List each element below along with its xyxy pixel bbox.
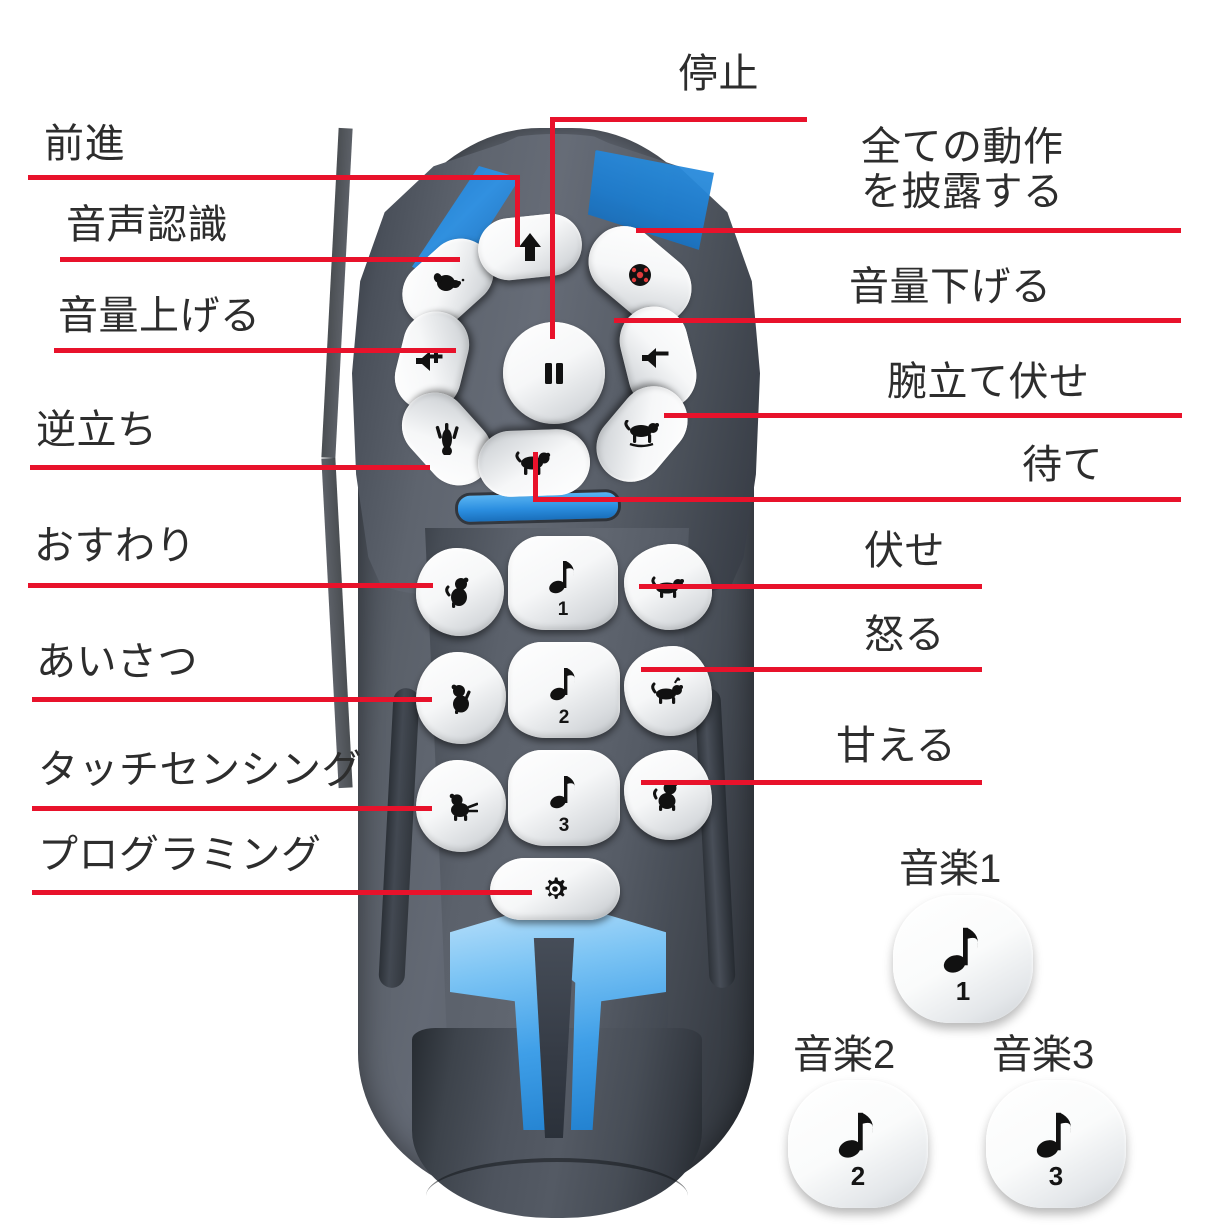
label-wait: 待て: [1022, 443, 1103, 487]
remote-control-illustration: 1: [321, 127, 780, 1218]
label-voice-recognition: 音声認識: [66, 203, 228, 247]
dog-spoil-icon: [653, 779, 683, 811]
button-pushup[interactable]: [582, 372, 702, 496]
leader-line-lie-down-h: [639, 584, 982, 589]
button-handstand[interactable]: [388, 379, 506, 499]
keycap-music-1[interactable]: 1: [893, 895, 1033, 1023]
button-volume-down[interactable]: [612, 299, 704, 417]
dog-touch-icon: [444, 791, 478, 821]
dog-sit-icon: [445, 576, 475, 608]
button-music-2[interactable]: 2: [508, 642, 620, 738]
button-angry[interactable]: [624, 646, 712, 736]
leader-line-spoil-h: [641, 780, 982, 785]
dog-angry-icon: [651, 676, 685, 706]
leader-line-volume-down-h: [614, 318, 1181, 323]
music-3-number: 3: [558, 815, 570, 836]
right-outer-rail: [321, 457, 353, 789]
label-touch-sensing: タッチセンシング: [38, 748, 362, 792]
button-music-3[interactable]: 3: [508, 750, 620, 846]
label-lie-down: 伏せ: [864, 529, 945, 573]
button-music-1[interactable]: 1: [508, 536, 618, 630]
dog-greet-icon: [446, 682, 476, 714]
keycap-music-3[interactable]: 3: [986, 1080, 1126, 1208]
leader-line-volume-up-h: [54, 348, 456, 353]
label-volume-up: 音量上げる: [58, 294, 261, 338]
dog-handstand-icon: [433, 423, 461, 455]
leader-line-forward-v: [515, 175, 520, 247]
label-music-1: 音楽1: [899, 847, 1002, 891]
button-forward[interactable]: [475, 210, 585, 284]
leader-line-angry-h: [641, 667, 982, 672]
speaker-plus-icon: [412, 346, 452, 376]
music-note-icon: [549, 774, 579, 810]
dog-pushup-icon: [623, 420, 661, 448]
label-greeting: あいさつ: [36, 640, 198, 684]
button-show-all-actions[interactable]: [574, 212, 706, 338]
leader-line-stop-v: [550, 117, 555, 339]
button-voice-recognition[interactable]: [388, 225, 508, 341]
paw-ball-icon: [625, 260, 655, 290]
label-music-3: 音楽3: [992, 1033, 1095, 1077]
label-spoil: 甘える: [836, 724, 957, 768]
music-note-icon: [548, 559, 578, 595]
leader-line-handstand-h: [30, 465, 430, 470]
button-stop[interactable]: [503, 322, 605, 424]
label-handstand: 逆立ち: [36, 408, 158, 452]
label-volume-down: 音量下げる: [849, 265, 1052, 309]
leader-line-voice-h: [60, 257, 460, 262]
label-programming: プログラミング: [38, 833, 322, 877]
keycap-music-3-number: 3: [1048, 1161, 1064, 1191]
tip-seam: [426, 1158, 688, 1196]
leader-line-sit-h: [28, 583, 433, 588]
button-spoil[interactable]: [624, 750, 712, 840]
leader-line-stop-h: [550, 117, 807, 122]
pause-icon: [539, 358, 569, 388]
music-note-icon: [942, 925, 984, 980]
button-sit[interactable]: [416, 548, 504, 636]
music-note-icon: [837, 1110, 879, 1165]
gear-icon: [540, 874, 570, 904]
label-angry: 怒る: [864, 613, 945, 657]
leader-line-greeting-h: [32, 697, 432, 702]
leader-line-forward-h: [28, 175, 520, 180]
leader-line-wait-v: [533, 452, 538, 502]
speaker-minus-icon: [638, 343, 678, 373]
music-note-icon: [549, 666, 579, 702]
leader-line-programming-h: [32, 890, 532, 895]
leader-line-touch-h: [32, 806, 432, 811]
dog-head-icon: [431, 270, 465, 296]
label-sit: おすわり: [34, 524, 196, 568]
label-forward: 前進: [44, 122, 125, 166]
keycap-music-2-number: 2: [850, 1161, 866, 1191]
label-pushup: 腕立て伏せ: [887, 360, 1090, 404]
label-stop: 停止: [678, 52, 759, 96]
music-note-icon: [1035, 1110, 1077, 1165]
music-1-number: 1: [557, 599, 569, 620]
label-music-2: 音楽2: [793, 1033, 896, 1077]
music-2-number: 2: [558, 707, 570, 728]
button-programming[interactable]: [490, 858, 620, 920]
up-arrow-icon: [517, 232, 543, 262]
leader-line-show-all-h: [636, 228, 1181, 233]
keycap-music-1-number: 1: [955, 976, 971, 1006]
keycap-music-2[interactable]: 2: [788, 1080, 928, 1208]
leader-line-pushup-h: [664, 413, 1182, 418]
label-show-all-actions: 全ての動作 を披露する: [861, 125, 1064, 214]
button-volume-up[interactable]: [387, 304, 477, 418]
leader-line-wait-h: [533, 497, 1181, 502]
